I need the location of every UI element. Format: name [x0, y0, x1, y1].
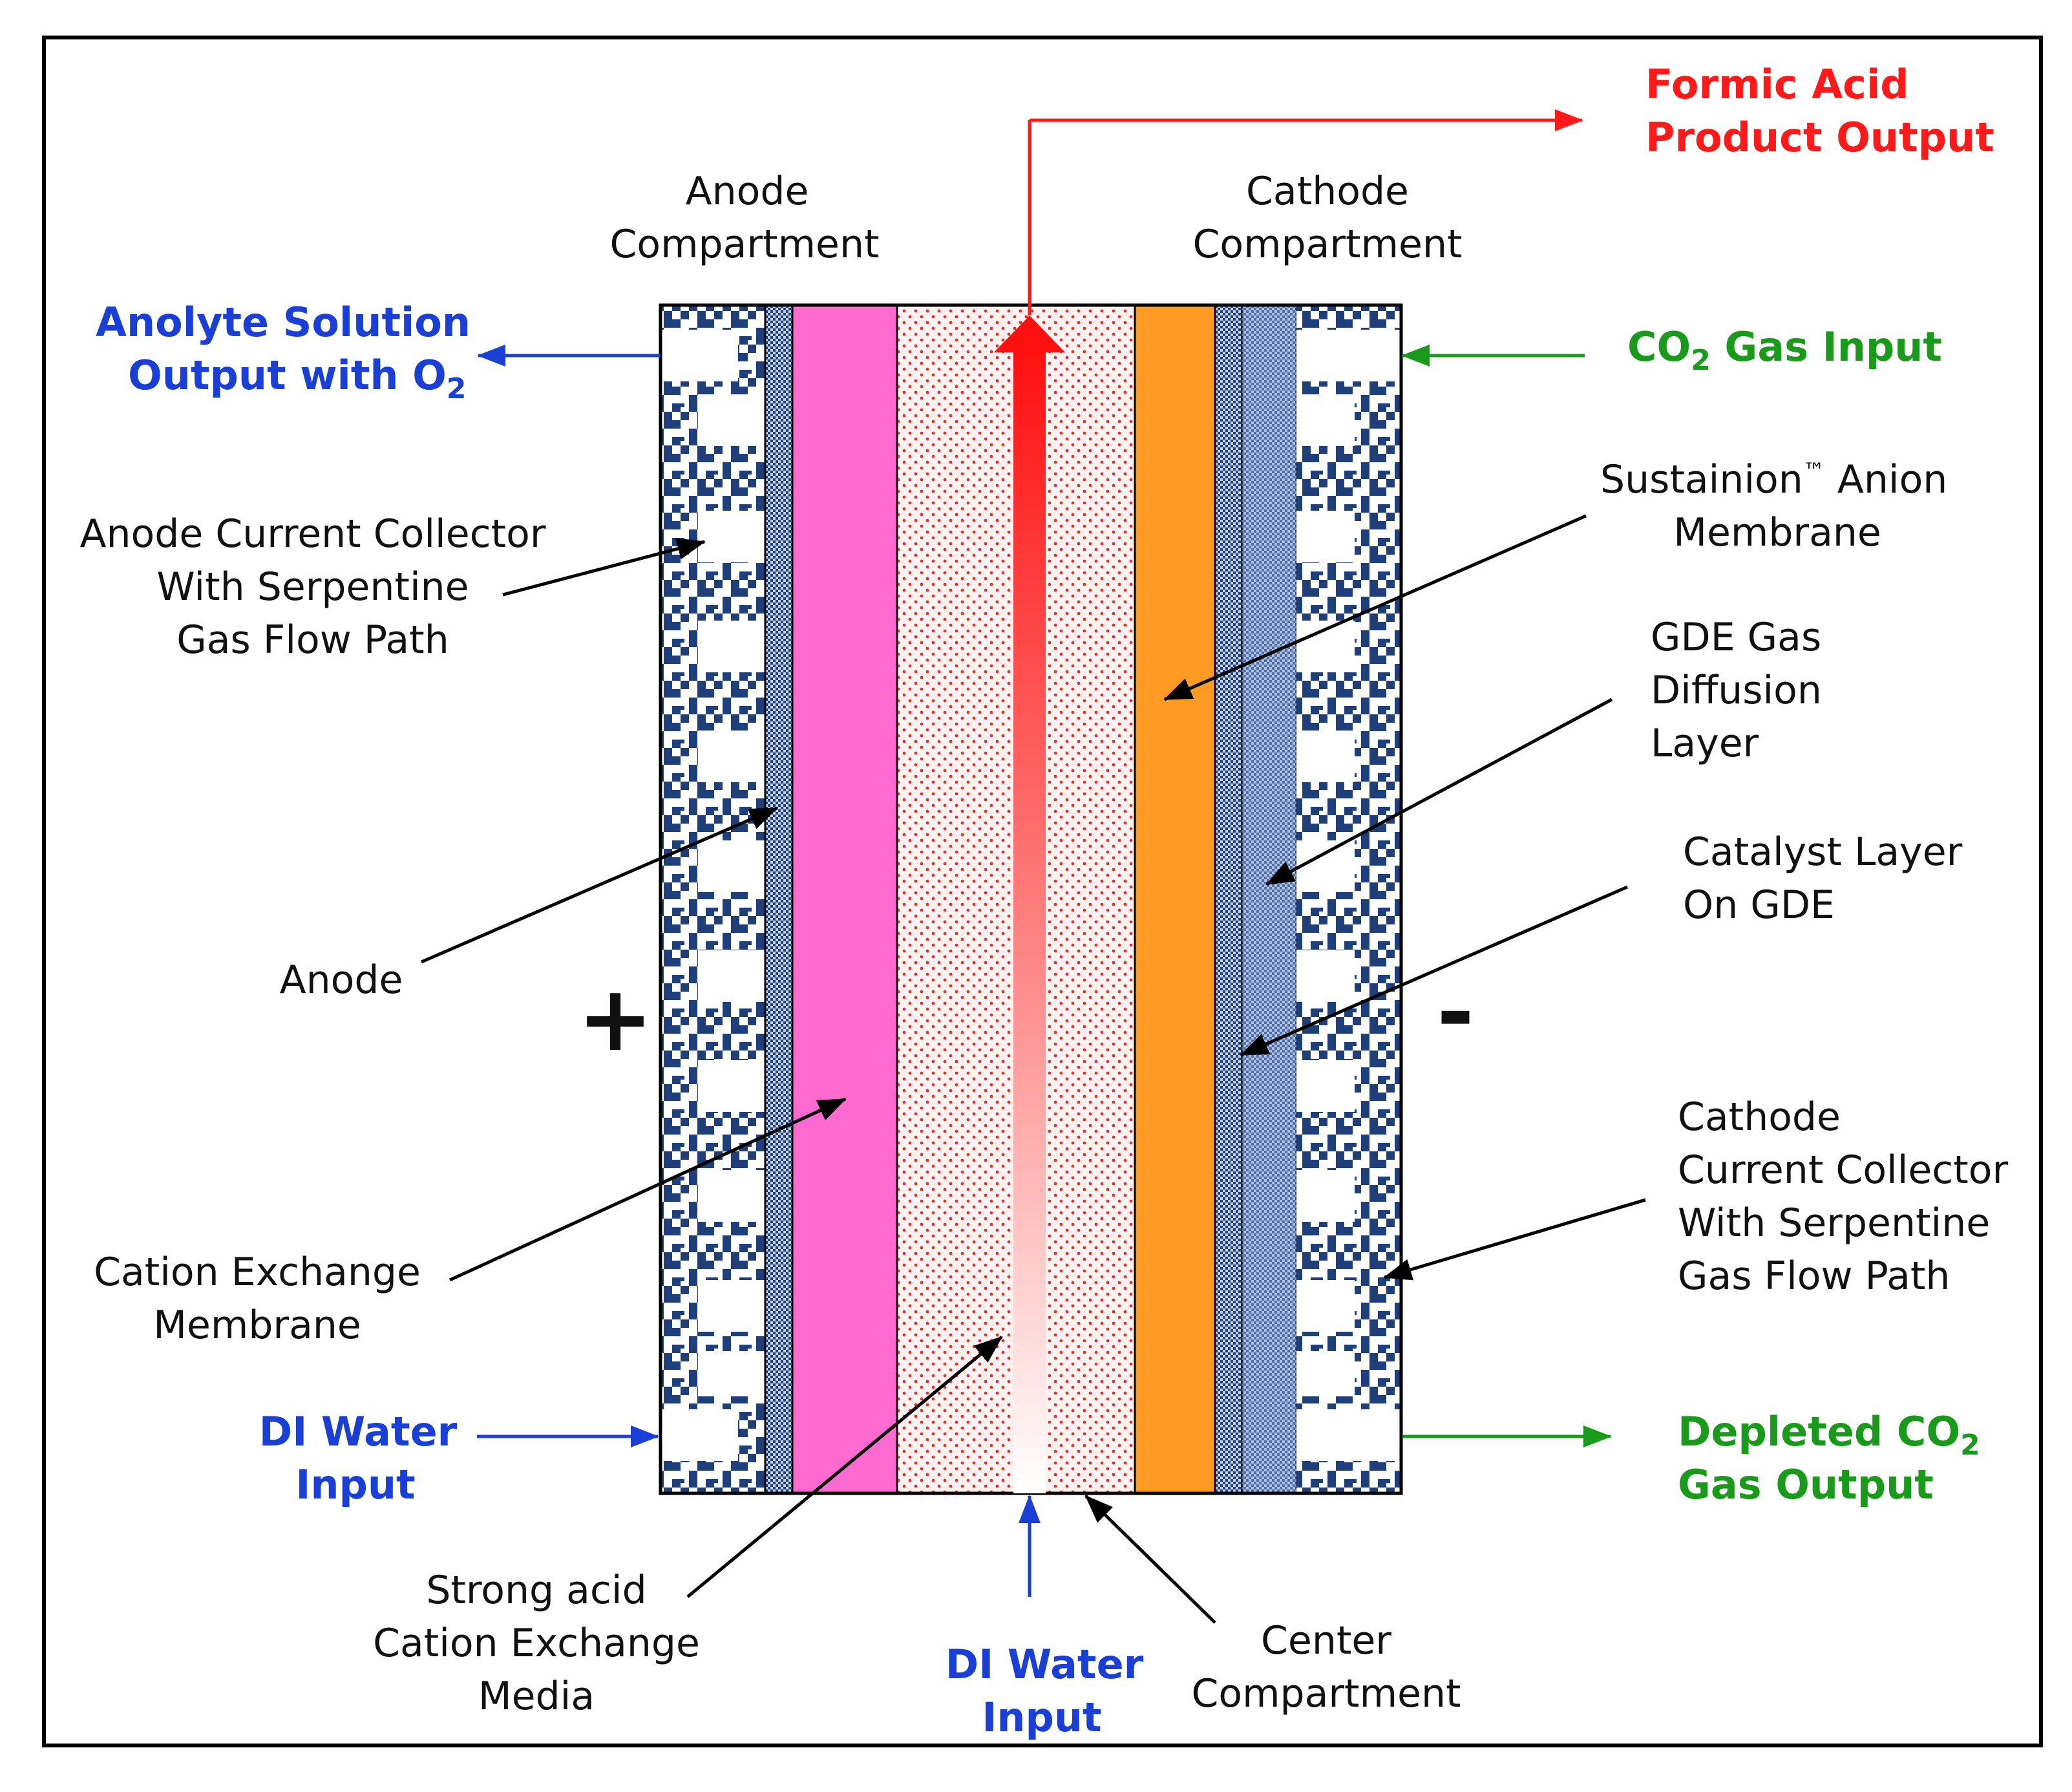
product-flow-arrow [994, 109, 1583, 1493]
strong-acid-line3: Media [478, 1674, 595, 1719]
depleted-main: Depleted CO [1678, 1408, 1960, 1455]
gde-line2: Diffusion [1651, 668, 1822, 713]
cathode-cc-line1: Cathode [1678, 1094, 1841, 1140]
center-compartment-line1: Center [1261, 1618, 1391, 1663]
outer-frame [42, 36, 2043, 1747]
minus-sign: - [1437, 960, 1474, 1065]
sustainion-anion: Anion [1825, 457, 1948, 502]
cation-exchange-membrane [791, 304, 898, 1495]
di-water-bottom-line1: DI Water [946, 1641, 1144, 1688]
di-water-left-line2: Input [295, 1461, 415, 1508]
anode-cc-line2: With Serpentine [156, 564, 469, 610]
depleted-co2-line1: Depleted CO2 [1678, 1408, 1980, 1462]
anode-cc-line3: Gas Flow Path [176, 617, 449, 663]
di-water-left-line1: DI Water [259, 1408, 458, 1455]
cathode-compartment-line2: Compartment [1192, 222, 1462, 267]
formic-acid-label-line1: Formic Acid [1645, 61, 1909, 108]
cathode-serpentine-channels [1296, 330, 1401, 1461]
cation-line2: Membrane [153, 1303, 361, 1348]
sustainion-name: Sustainion [1600, 457, 1803, 502]
anode-layer [764, 304, 794, 1495]
cathode-cc-line4: Gas Flow Path [1678, 1253, 1950, 1299]
anode-serpentine-channels [661, 330, 765, 1461]
plus-sign: + [577, 966, 653, 1072]
anode-compartment-line2: Compartment [609, 222, 879, 267]
cathode-cc-line3: With Serpentine [1678, 1200, 1990, 1246]
sustainion-label-line2: Membrane [1673, 510, 1881, 555]
center-compartment-line2: Compartment [1191, 1671, 1461, 1716]
leader-lines [421, 514, 1646, 1624]
co2-input-subscript: 2 [1691, 344, 1711, 377]
anolyte-line2-text: Output with O [128, 352, 447, 399]
co2-input-rest: Gas Input [1711, 323, 1942, 370]
cathode-cc-line2: Current Collector [1678, 1147, 2009, 1193]
co2-input-label: CO2 Gas Input [1627, 323, 1942, 377]
cathode-compartment-line1: Cathode [1246, 169, 1409, 214]
depleted-subscript: 2 [1960, 1429, 1980, 1462]
anode-compartment-line1: Anode [686, 169, 809, 214]
formic-acid-label-line2: Product Output [1645, 114, 1994, 161]
sustainion-anion-membrane [1134, 304, 1216, 1495]
sustainion-label-line1: Sustainion™ Anion [1600, 457, 1947, 502]
anolyte-subscript: 2 [447, 372, 467, 405]
catalyst-line1: Catalyst Layer [1683, 829, 1963, 875]
sustainion-tm: ™ [1803, 458, 1825, 484]
strong-acid-line2: Cation Exchange [373, 1621, 700, 1666]
catalyst-line2: On GDE [1683, 882, 1835, 928]
gde-line3: Layer [1651, 721, 1759, 766]
gde-line1: GDE Gas [1651, 615, 1821, 660]
co2-input-main: CO [1627, 323, 1691, 370]
anode-cc-line1: Anode Current Collector [79, 511, 545, 557]
catalyst-layer [1214, 304, 1243, 1495]
anolyte-label-line2: Output with O2 [128, 352, 466, 405]
anode-label: Anode [280, 957, 403, 1003]
cation-line1: Cation Exchange [94, 1250, 421, 1295]
anolyte-label-line1: Anolyte Solution [96, 299, 470, 346]
depleted-co2-line2: Gas Output [1678, 1461, 1934, 1508]
di-water-bottom-line2: Input [982, 1694, 1101, 1741]
strong-acid-line1: Strong acid [426, 1568, 646, 1613]
